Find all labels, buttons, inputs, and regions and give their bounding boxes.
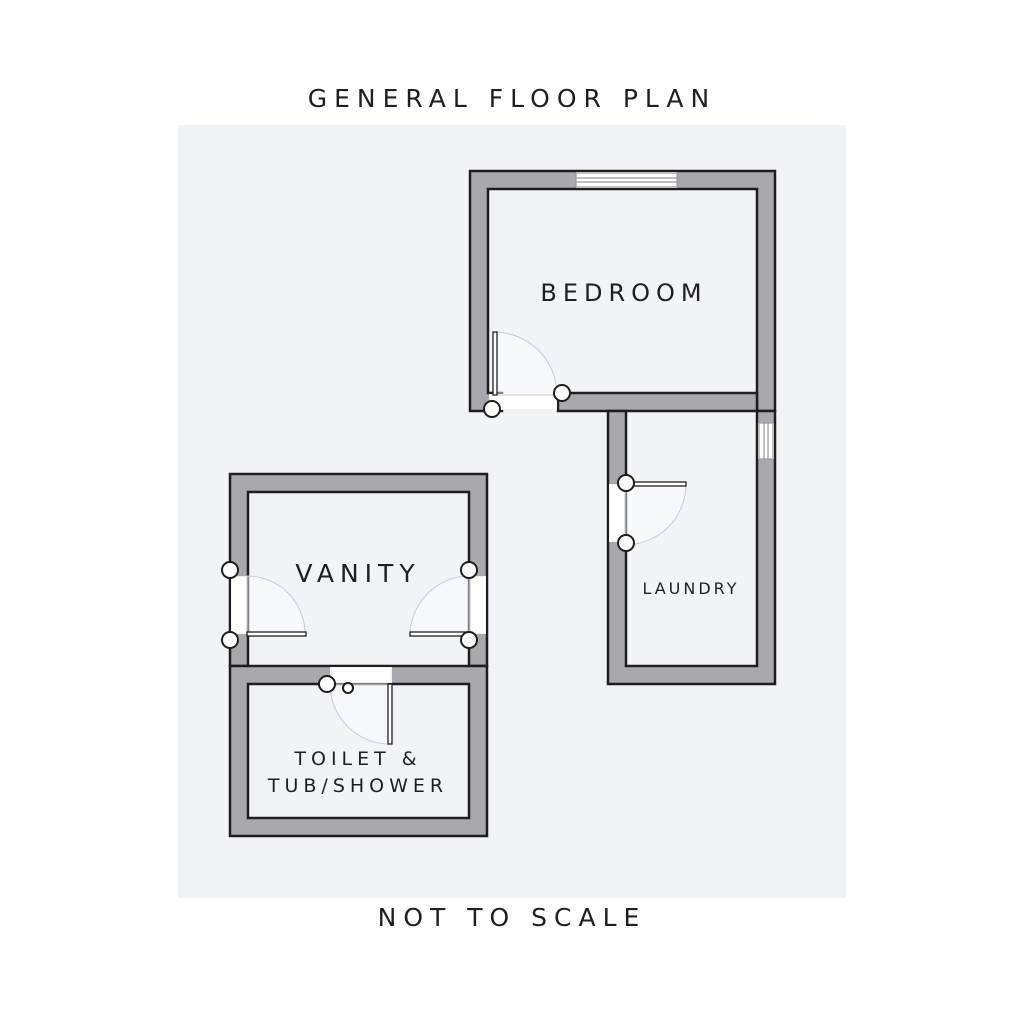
bedroom-window [575,172,678,188]
bedroom-door-swing [493,331,558,396]
bedroom-label: BEDROOM [540,279,707,307]
bath-label-line1: TOILET & [293,748,421,770]
vanity-left-door-leaf [246,631,307,637]
bath-walls [228,664,489,838]
vanity-right-door-leaf [409,631,471,637]
laundry-label: LAUNDRY [642,579,739,598]
plan-title: GENERAL FLOOR PLAN [307,84,717,113]
vanity-label: VANITY [295,559,420,588]
bedroom-laundry-shared-wall [556,391,759,413]
scale-note: NOT TO SCALE [377,903,647,932]
bath-door-swing [329,683,391,745]
laundry-window [758,422,774,460]
bath-door-leaf [387,683,393,745]
vanity-left-door-swing [246,575,306,635]
bedroom-door-leaf [492,331,498,396]
laundry-door-swing [624,483,687,546]
bath-label-line2: TUB/SHOWER [267,775,448,797]
plan-background [178,125,846,898]
